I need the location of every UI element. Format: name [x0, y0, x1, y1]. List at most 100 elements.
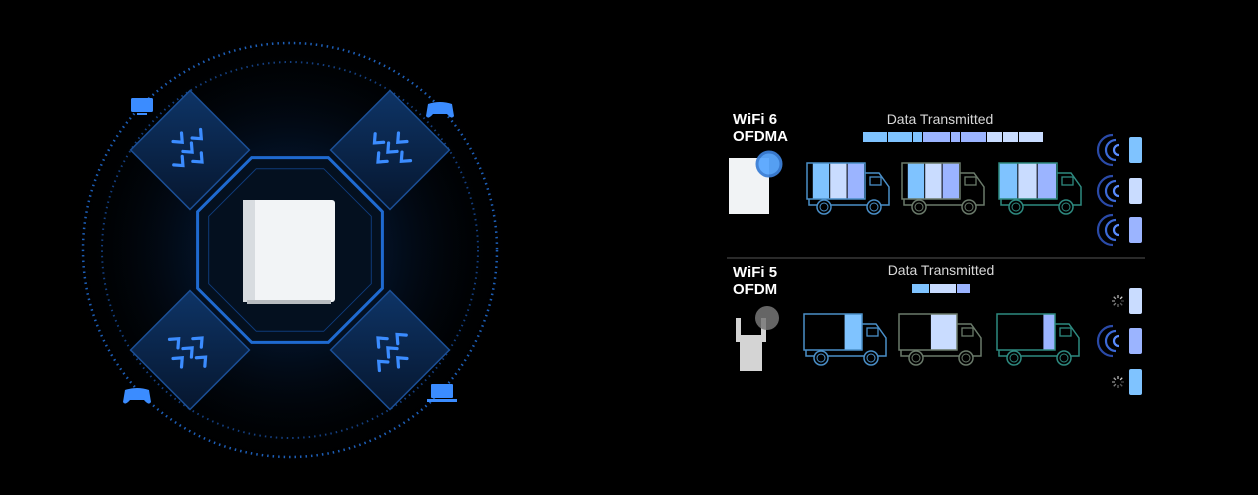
chevron-icon: [395, 332, 408, 346]
truck-cab: [903, 172, 985, 206]
signal-panel-frame: [129, 89, 251, 211]
chevron-icon: [194, 355, 208, 368]
loading-spinner-icon: [1112, 376, 1124, 388]
wifi5-title-line1: WiFi 5: [733, 264, 778, 281]
cargo-load: [907, 163, 925, 199]
truck-icon: [901, 162, 985, 215]
data-bar-segment: [923, 132, 950, 142]
signal-arc: [1112, 334, 1120, 348]
inner-dotted-ring: [101, 61, 479, 439]
signal-panel-frame: [329, 89, 451, 211]
signal-arc: [1096, 213, 1114, 247]
truck-icon: [806, 162, 890, 215]
truck-wheel: [1008, 199, 1024, 215]
monitor-screen: [131, 98, 153, 112]
client-device-icon: [1129, 369, 1142, 395]
truck-wheel: [1058, 199, 1074, 215]
truck-window: [961, 327, 974, 337]
cargo-load: [830, 163, 847, 199]
chevron-group: [171, 127, 204, 168]
cargo-box: [996, 313, 1056, 351]
truck-cab: [998, 323, 1080, 357]
wifi6-data-label: Data Transmitted: [886, 111, 994, 127]
chevron-icon: [376, 336, 389, 349]
truck-hub: [964, 202, 974, 212]
truck-cab: [805, 323, 887, 357]
data-bar-segment: [930, 284, 956, 293]
client-device-icon: [1129, 288, 1142, 314]
truck-icon: [898, 313, 982, 366]
wifi-signal-icon: [1096, 174, 1120, 208]
spinner-tick: [1113, 296, 1117, 300]
truck-wheel: [863, 350, 879, 366]
signal-arc: [1104, 179, 1117, 203]
chevron-icon: [171, 356, 184, 369]
wifi6-title-line1: WiFi 6: [733, 111, 778, 128]
truck-cab: [808, 172, 890, 206]
truck-wheel: [816, 199, 832, 215]
ofdma-network-diagram: [60, 20, 520, 480]
cargo-box: [901, 162, 961, 200]
gamepad-body: [123, 388, 151, 404]
signal-arc: [1112, 223, 1120, 237]
router-octagon-inner: [208, 168, 372, 332]
data-bar-segment: [957, 284, 970, 293]
wifi-signal-icon: [1096, 133, 1120, 167]
signal-panel: [129, 289, 251, 411]
cargo-box: [998, 162, 1058, 200]
gamepad-icon: [426, 102, 454, 118]
truck-wheel: [911, 199, 927, 215]
router-side: [243, 200, 255, 302]
client-device-icon: [1129, 328, 1142, 354]
truck-wheel: [908, 350, 924, 366]
signal-arc: [1112, 184, 1120, 198]
cargo-load: [812, 163, 830, 199]
data-bar-segment: [913, 132, 922, 142]
chevron-icon: [172, 154, 185, 168]
chevron-icon: [399, 150, 413, 164]
chevron-icon: [191, 151, 204, 164]
chevron-icon: [171, 131, 184, 144]
truck-icon: [996, 313, 1080, 366]
chevron-icon: [181, 346, 194, 359]
laptop-base: [427, 399, 457, 402]
signal-panel: [129, 89, 251, 211]
cargo-load: [844, 314, 862, 350]
laptop-screen: [431, 384, 453, 398]
cargo-load: [942, 163, 959, 199]
chevron-icon: [376, 151, 389, 164]
wifi6-title: WiFi 6 OFDMA: [733, 111, 788, 145]
truck-hub: [819, 202, 829, 212]
truck-wheel: [1006, 350, 1022, 366]
chevron-group: [376, 332, 409, 373]
outer-dotted-ring: [81, 41, 499, 459]
signal-arc: [1096, 324, 1114, 358]
truck-hub: [1011, 202, 1021, 212]
data-bar-segment: [888, 132, 912, 142]
chevron-icon: [372, 132, 386, 145]
cargo-box: [898, 313, 958, 351]
truck-cab: [1000, 172, 1082, 206]
data-bar-segment: [1019, 132, 1043, 142]
truck-wheel: [1056, 350, 1072, 366]
spinner-tick: [1113, 383, 1117, 387]
wifi5-router-body: [740, 335, 762, 371]
chevron-group: [167, 336, 208, 369]
chevron-icon: [191, 336, 204, 349]
loading-spinner-icon: [1112, 295, 1124, 307]
chevron-icon: [386, 141, 399, 154]
truck-hub: [1009, 353, 1019, 363]
wifi-signal-icon: [1096, 324, 1120, 358]
chevron-icon: [181, 141, 194, 154]
chevrons: [376, 332, 409, 373]
cargo-load: [847, 163, 864, 199]
router-base: [247, 300, 331, 304]
monitor-icon: [131, 98, 153, 115]
data-bar-segment: [912, 284, 929, 293]
truck-hub: [911, 353, 921, 363]
truck-wheel: [961, 199, 977, 215]
wifi6-title-line2: OFDMA: [733, 128, 788, 145]
wifi-comparison-diagram: [727, 132, 1145, 395]
truck-cab: [900, 323, 982, 357]
